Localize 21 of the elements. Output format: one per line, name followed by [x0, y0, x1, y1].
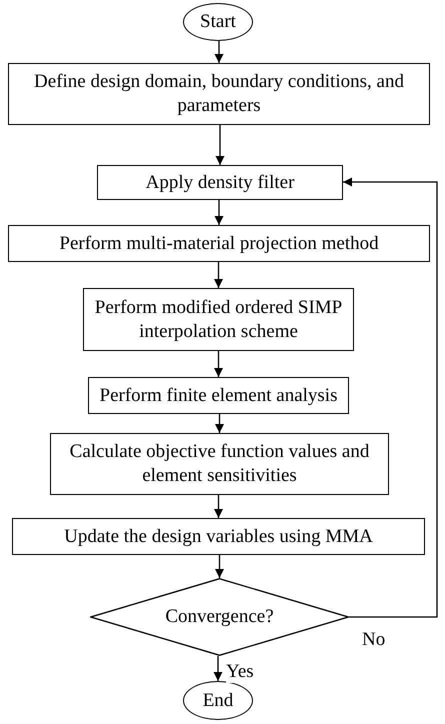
process-box: Perform finite element analysis	[88, 377, 349, 414]
arrow	[343, 178, 438, 618]
arrow	[214, 495, 223, 518]
decision-label: Convergence?	[164, 605, 275, 629]
terminal-ellipse: Start	[183, 3, 253, 41]
process-box: Calculate objective function values and element sensitivities	[50, 433, 389, 495]
arrow	[214, 262, 223, 288]
terminal-ellipse: End	[183, 681, 253, 720]
arrow	[214, 200, 224, 225]
process-box: Perform multi-material projection method	[8, 225, 430, 262]
arrow	[216, 125, 224, 165]
process-box: Perform modified ordered SIMP interpolation scheme	[83, 288, 354, 351]
process-box: Define design domain, boundary conditions, and parameters	[8, 63, 430, 125]
arrow	[214, 41, 224, 63]
arrow	[215, 414, 224, 433]
arrow	[214, 656, 222, 681]
arrow	[215, 555, 224, 578]
process-box: Update the design variables using MMA	[12, 518, 425, 555]
process-box: Apply density filter	[97, 165, 343, 200]
arrow	[214, 351, 223, 377]
edge-label: Yes	[226, 662, 254, 683]
